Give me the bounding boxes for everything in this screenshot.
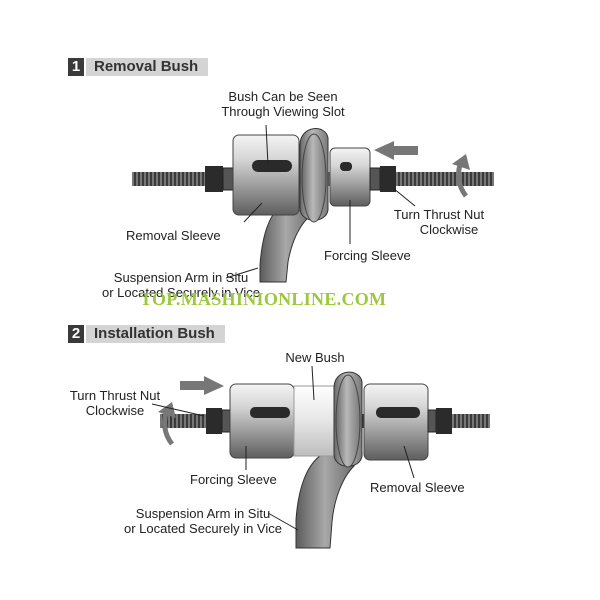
section-1-header: 1 Removal Bush <box>68 58 209 76</box>
watermark: TOP.MASHINIONLINE.COM <box>140 289 387 309</box>
label-suspension-1-line1: Suspension Arm in Situ <box>113 270 249 285</box>
label-thrust-nut-1: Turn Thrust Nut Clockwise <box>384 207 494 237</box>
label-suspension-2-line2: or Located Securely in Vice <box>123 521 283 536</box>
suspension-arm <box>259 204 314 283</box>
label-suspension-1: Suspension Arm in Situ or Located Secure… <box>96 270 266 300</box>
label-viewing-slot-line1: Bush Can be Seen <box>228 89 338 104</box>
forcing-sleeve-2 <box>229 383 295 459</box>
push-arrow-1 <box>374 141 418 160</box>
label-suspension-2-line1: Suspension Arm in Situ <box>135 506 271 521</box>
removal-sleeve-2 <box>363 383 429 461</box>
label-viewing-slot-line2: Through Viewing Slot <box>221 104 345 119</box>
label-thrust-nut-2-line2: Clockwise <box>85 403 145 418</box>
removal-sleeve <box>232 134 300 216</box>
label-thrust-nut-2-line1: Turn Thrust Nut <box>69 388 161 403</box>
viewing-slot <box>252 160 292 172</box>
label-thrust-nut-1-line2: Clockwise <box>419 222 479 237</box>
removal-assembly <box>132 124 494 283</box>
suspension-arm-2 <box>295 451 355 549</box>
label-thrust-nut-2: Turn Thrust Nut Clockwise <box>60 388 170 418</box>
section-1-number: 1 <box>68 58 84 76</box>
label-viewing-slot: Bush Can be Seen Through Viewing Slot <box>208 89 358 119</box>
installation-assembly <box>151 365 490 549</box>
label-new-bush: New Bush <box>285 350 345 365</box>
nut-right-2 <box>436 408 452 434</box>
nut-right <box>380 166 396 192</box>
section-1-title: Removal Bush <box>86 58 209 76</box>
section-2-title: Installation Bush <box>86 325 225 343</box>
label-forcing-sleeve: Forcing Sleeve <box>324 248 411 263</box>
label-forcing-sleeve-2: Forcing Sleeve <box>190 472 277 487</box>
label-removal-sleeve-2: Removal Sleeve <box>370 480 465 495</box>
forcing-sleeve <box>329 147 371 207</box>
label-suspension-2: Suspension Arm in Situ or Located Secure… <box>118 506 288 536</box>
section-2-number: 2 <box>68 325 84 343</box>
section-2-header: 2 Installation Bush <box>68 325 225 343</box>
nut-left-2 <box>206 408 222 434</box>
label-suspension-1-line2: or Located Securely in Vice <box>101 285 261 300</box>
nut-left <box>205 166 223 192</box>
label-removal-sleeve: Removal Sleeve <box>126 228 221 243</box>
push-arrow-2 <box>180 376 224 395</box>
label-thrust-nut-1-line1: Turn Thrust Nut <box>393 207 485 222</box>
